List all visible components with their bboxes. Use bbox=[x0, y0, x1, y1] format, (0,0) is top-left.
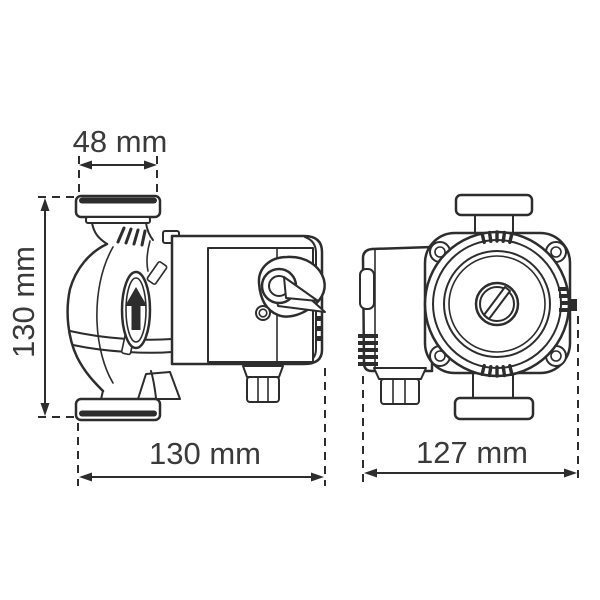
dimension-label-height: 130 mm bbox=[6, 246, 41, 358]
flow-direction-arrow-icon bbox=[125, 287, 147, 330]
neck-knurl bbox=[116, 226, 147, 247]
side-view bbox=[66, 194, 326, 422]
speed-selector-knob bbox=[257, 255, 326, 318]
dimension-label-port-width: 48 mm bbox=[73, 124, 168, 159]
inlet-neck bbox=[91, 222, 108, 245]
knurl-ring-top bbox=[480, 230, 514, 245]
box-side-slot bbox=[359, 268, 375, 310]
cable-gland-front bbox=[373, 367, 427, 405]
motor-face bbox=[423, 230, 571, 378]
dimension-length: 130 mm bbox=[77, 368, 326, 486]
pipe-flange-bottom bbox=[74, 397, 162, 422]
pipe-flange-top bbox=[74, 194, 162, 224]
flow-direction-badge bbox=[120, 270, 152, 350]
front-view bbox=[358, 193, 577, 421]
dimension-label-length: 130 mm bbox=[149, 436, 261, 471]
cable-gland-side bbox=[242, 365, 284, 403]
terminal-box-front bbox=[358, 245, 434, 405]
bleed-screw bbox=[474, 281, 520, 327]
side-clip bbox=[570, 299, 577, 311]
front-pipe-top bbox=[454, 193, 534, 236]
knurl-ring-right bbox=[558, 287, 569, 312]
motor-housing-side bbox=[170, 234, 326, 403]
knurl-ring-bottom bbox=[480, 363, 514, 378]
dimension-depth: 127 mm bbox=[362, 316, 579, 482]
dimension-label-depth: 127 mm bbox=[416, 435, 528, 470]
dimension-port-width: 48 mm bbox=[73, 124, 168, 196]
panel-screw bbox=[255, 305, 271, 321]
box-vent-slats bbox=[358, 334, 378, 366]
front-pipe-bottom bbox=[453, 369, 535, 421]
dimension-height: 130 mm bbox=[6, 196, 80, 418]
